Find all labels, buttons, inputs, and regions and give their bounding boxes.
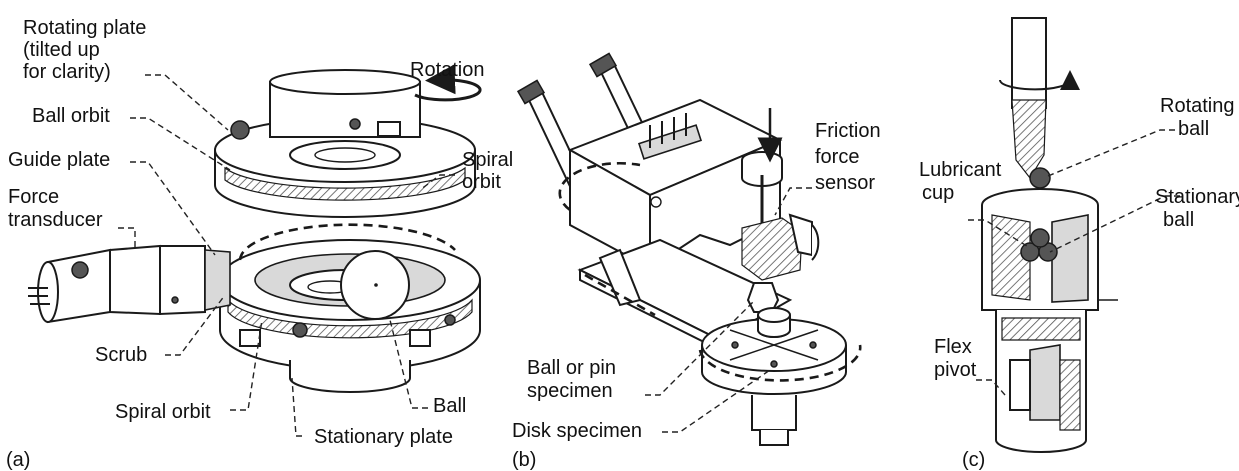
- label-stationary-ball-2: ball: [1163, 209, 1194, 231]
- label-friction-3: sensor: [815, 172, 875, 194]
- label-force-transducer-2: transducer: [8, 209, 103, 231]
- label-friction-2: force: [815, 146, 859, 168]
- disk-specimen-drawing: [701, 282, 847, 446]
- label-spiral-orbit-top-2: orbit: [462, 171, 501, 193]
- label-spiral-orbit-top-1: Spiral: [462, 149, 513, 171]
- label-rotating-ball-1: Rotating: [1160, 95, 1235, 117]
- panel-b-pin-on-disk-apparatus: Friction force sensor Ball or pin specim…: [512, 52, 881, 471]
- label-rotation: Rotation: [410, 59, 485, 81]
- label-spiral-orbit-bottom: Spiral orbit: [115, 401, 211, 423]
- label-disk-specimen: Disk specimen: [512, 420, 642, 442]
- label-scrub: Scrub: [95, 344, 147, 366]
- label-rotating-plate-3: for clarity): [23, 61, 111, 83]
- panel-c-tag: (c): [962, 449, 985, 471]
- label-flex-pivot-2: pivot: [934, 359, 977, 381]
- label-rotating-plate-2: (tilted up: [23, 39, 100, 61]
- panel-a-spiral-orbit-apparatus: Rotating plate (tilted up for clarity) R…: [6, 17, 513, 471]
- panel-b-tag: (b): [512, 449, 536, 471]
- friction-sensor-drawing: [741, 151, 820, 281]
- stationary-plate-drawing: [219, 223, 481, 393]
- label-force-transducer-1: Force: [8, 186, 59, 208]
- label-rotating-ball-2: ball: [1178, 118, 1209, 140]
- label-stationary-plate: Stationary plate: [314, 426, 453, 448]
- label-friction-1: Friction: [815, 120, 881, 142]
- flex-pivot-drawing: [995, 310, 1087, 453]
- label-lubricant-1: Lubricant: [919, 159, 1002, 181]
- label-ball-or-pin-1: Ball or pin: [527, 357, 616, 379]
- label-rotating-plate-1: Rotating plate: [23, 17, 146, 39]
- force-transducer-drawing: [28, 244, 231, 324]
- label-stationary-ball-1: Stationary: [1155, 186, 1239, 208]
- panel-c-four-ball-apparatus: Rotating ball Lubricant cup Stationary b…: [919, 17, 1239, 471]
- rotating-spindle-drawing: [999, 17, 1080, 189]
- label-ball: Ball: [433, 395, 466, 417]
- label-flex-pivot-1: Flex: [934, 336, 972, 358]
- label-ball-or-pin-2: specimen: [527, 380, 613, 402]
- base-plate-drawing: [577, 238, 793, 352]
- label-ball-orbit: Ball orbit: [32, 105, 110, 127]
- label-lubricant-2: cup: [922, 182, 954, 204]
- label-guide-plate: Guide plate: [8, 149, 110, 171]
- rotating-plate-drawing: [214, 69, 476, 218]
- panel-a-tag: (a): [6, 449, 30, 471]
- lubricant-cup-drawing: [981, 188, 1118, 311]
- rotation-arrow: [414, 64, 482, 102]
